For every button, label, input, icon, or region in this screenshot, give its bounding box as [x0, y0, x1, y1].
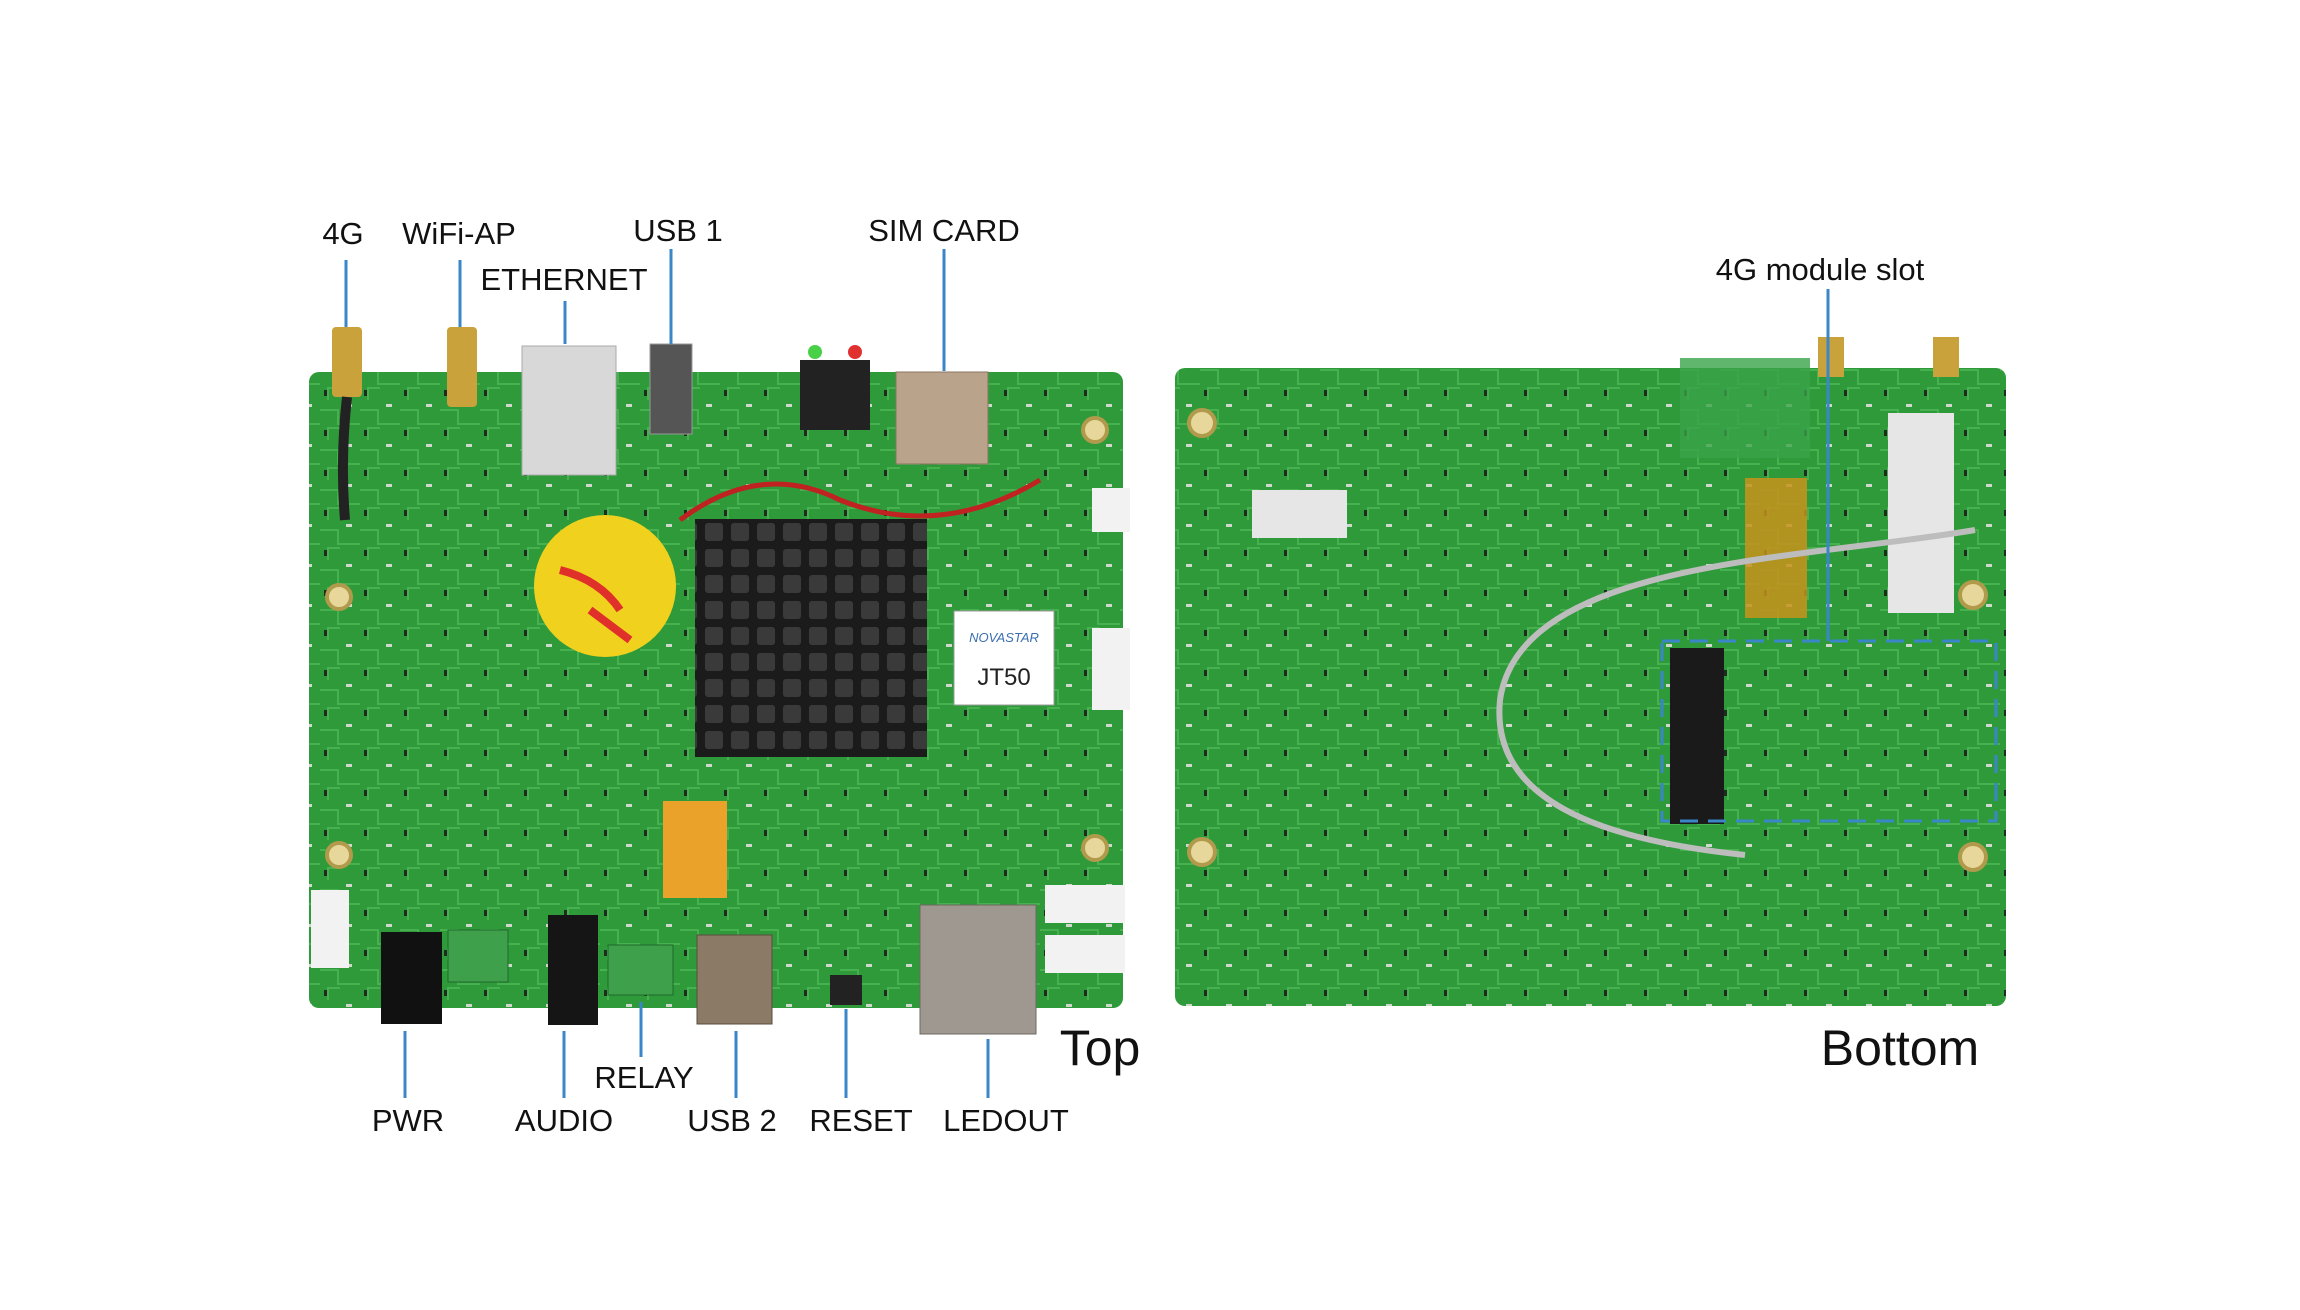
top-board: NOVASTAR JT50 [309, 327, 1130, 1035]
usb2-port [696, 934, 773, 1025]
antenna-wifi-connector [447, 327, 477, 407]
battery-wire [678, 477, 1042, 523]
bottom-pcb [1175, 368, 2006, 1006]
side-connector [311, 890, 349, 968]
label-audio: AUDIO [515, 1103, 613, 1138]
antenna-cable [1496, 527, 1976, 858]
power-jack [381, 932, 442, 1024]
caption-top: Top [1060, 1020, 1141, 1076]
label-wifi-ap: WiFi-AP [402, 216, 516, 251]
red-led [848, 345, 862, 359]
label-ethernet: ETHERNET [480, 262, 647, 297]
bottom-board [1175, 337, 2006, 1006]
bottom-label-sticker [1888, 413, 1954, 613]
label-usb2: USB 2 [687, 1103, 777, 1138]
relay-component [663, 801, 727, 898]
heatsink [695, 519, 927, 757]
caption-bottom: Bottom [1821, 1020, 1979, 1076]
usb1-port [649, 343, 693, 435]
connector-white-1 [1092, 488, 1130, 532]
ethernet-port [521, 345, 617, 476]
label-pwr: PWR [372, 1103, 444, 1138]
label-sim-card: SIM CARD [868, 213, 1020, 248]
label-usb1: USB 1 [633, 213, 723, 248]
coin-battery [534, 515, 676, 657]
terminal-block-1 [447, 929, 509, 983]
connector-white-2 [1092, 628, 1130, 710]
green-led [808, 345, 822, 359]
label-4g: 4G [322, 216, 363, 251]
ledout-port [919, 904, 1037, 1035]
ledout-header-1 [1045, 885, 1125, 923]
relay-terminal-block [607, 944, 674, 996]
jt50-module-label: NOVASTAR JT50 [953, 610, 1055, 706]
ledout-header-2 [1045, 935, 1125, 973]
m2-module-slot [1670, 648, 1724, 824]
leader-lines [344, 249, 1830, 1098]
audio-jack [548, 915, 598, 1025]
label-4g-module-slot: 4G module slot [1716, 252, 1925, 287]
antenna-4g-connector [332, 327, 362, 521]
label-ledout: LEDOUT [943, 1103, 1069, 1138]
reset-button [830, 975, 862, 1005]
label-reset: RESET [809, 1103, 912, 1138]
sim-card-slot [895, 371, 989, 465]
svg-text:JT50: JT50 [977, 664, 1030, 691]
svg-text:NOVASTAR: NOVASTAR [969, 630, 1039, 645]
led-holder [800, 360, 870, 430]
module-slot-highlight [1660, 639, 1998, 823]
label-relay: RELAY [594, 1060, 693, 1095]
